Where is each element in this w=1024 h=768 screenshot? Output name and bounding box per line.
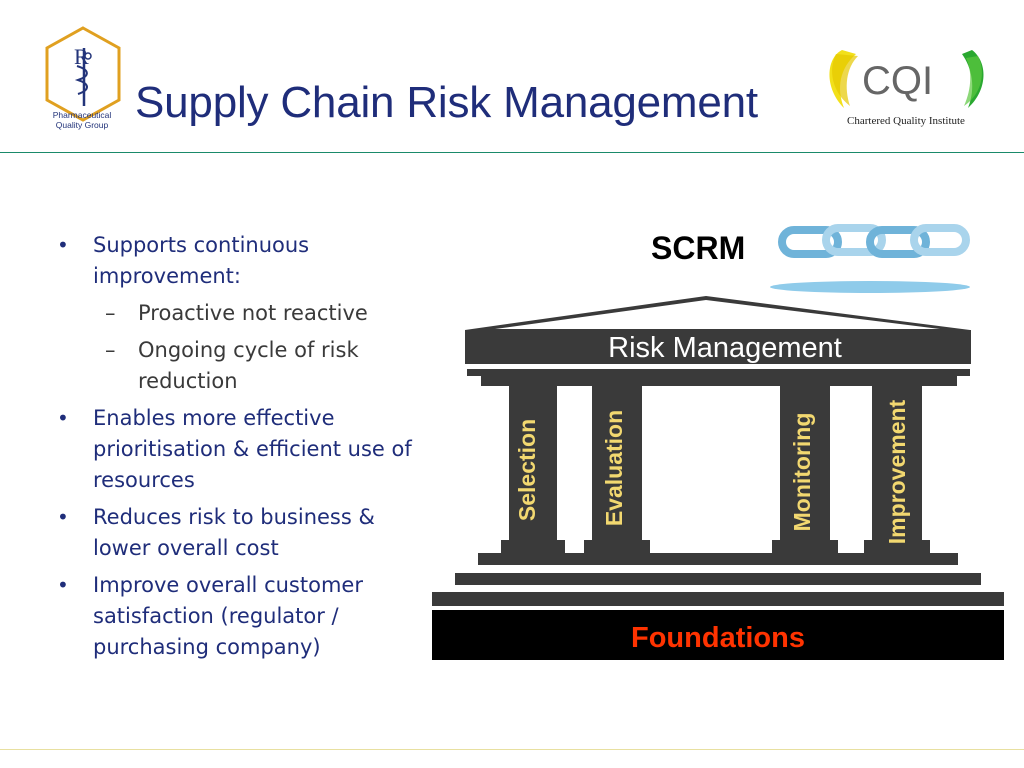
cqi-wordmark: CQI — [862, 59, 933, 103]
header-rule — [0, 152, 1024, 153]
step-2 — [455, 573, 981, 585]
page-title: Supply Chain Risk Management — [135, 78, 758, 127]
bullet-text: Enables more effective prioritisation & … — [93, 406, 412, 492]
pillar-label-improvement: Improvement — [884, 399, 910, 544]
sub-bullet-text: Proactive not reactive — [138, 301, 368, 325]
sub-bullet-text: Ongoing cycle of risk reduction — [138, 338, 359, 393]
chain-icon — [778, 224, 970, 258]
cqi-logo: CQI — [829, 50, 984, 108]
pharmaceutical-quality-group-logo: R — [45, 26, 121, 122]
pillar-label-selection: Selection — [514, 419, 540, 521]
pillar-label-evaluation: Evaluation — [601, 410, 627, 526]
bullet-text: Reduces risk to business & lower overall… — [93, 505, 375, 560]
bullet-text: Supports continuous improvement: — [93, 233, 310, 288]
pqg-caption-line1: Pharmaceutical — [52, 110, 112, 120]
cqi-caption: Chartered Quality Institute — [847, 115, 965, 127]
pqg-caption: Pharmaceutical Quality Group — [34, 110, 130, 130]
sub-bullet-item: – Ongoing cycle of risk reduction — [55, 335, 415, 397]
sub-bullet-item: – Proactive not reactive — [55, 298, 415, 329]
scrm-label: SCRM — [651, 230, 746, 266]
foundation-label: Foundations — [631, 622, 805, 654]
pillar-label-monitoring: Monitoring — [789, 413, 815, 532]
bullet-item: • Supports continuous improvement: — [55, 230, 415, 292]
pillar-monitoring — [780, 386, 830, 554]
step-1 — [478, 553, 958, 565]
bullet-text: Improve overall customer satisfaction (r… — [93, 573, 363, 659]
pillar-selection — [509, 386, 557, 554]
footer-rule — [0, 749, 1024, 750]
foundation-block — [432, 610, 1004, 660]
pqg-caption-line2: Quality Group — [55, 120, 109, 130]
sub-bullet-dash: – — [105, 301, 116, 325]
bullet-item: • Enables more effective prioritisation … — [55, 403, 415, 496]
bullet-dot: • — [57, 406, 69, 430]
chain-shadow — [770, 281, 970, 293]
bullet-list: • Supports continuous improvement: – Pro… — [55, 230, 415, 669]
step-3 — [432, 592, 1004, 606]
pillar-improvement — [872, 386, 922, 554]
bullet-item: • Reduces risk to business & lower overa… — [55, 502, 415, 564]
roof-beam — [465, 330, 971, 364]
bullet-dot: • — [57, 233, 69, 257]
bullet-item: • Improve overall customer satisfaction … — [55, 570, 415, 663]
roof-label: Risk Management — [608, 332, 842, 364]
sub-bullet-dash: – — [105, 338, 116, 362]
pillar-evaluation — [592, 386, 642, 554]
temple-diagram: Risk Management Selection Evaluation Mon… — [432, 224, 1004, 660]
bullet-dot: • — [57, 573, 69, 597]
svg-text:R: R — [74, 44, 89, 69]
bullet-dot: • — [57, 505, 69, 529]
